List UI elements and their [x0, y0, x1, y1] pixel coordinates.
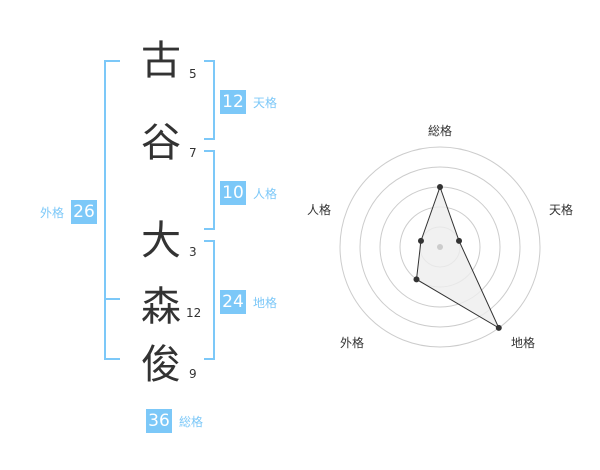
- gaikaku-value-badge: 26: [71, 200, 97, 224]
- chikaku-label: 地格: [253, 296, 278, 310]
- stroke-count-1: 5: [189, 67, 197, 81]
- gaikaku-bracket: [104, 60, 120, 360]
- stroke-count-5: 9: [189, 367, 197, 381]
- radar-ring-4: [359, 166, 521, 328]
- jinkaku-label: 人格: [253, 187, 278, 201]
- radar-point-2: [456, 237, 463, 244]
- radar-axis-label-gaikaku: 外格: [340, 336, 365, 350]
- soukaku-label: 総格: [179, 415, 204, 429]
- gaikaku-bracket-tick: [104, 298, 120, 300]
- radar-point-1: [437, 184, 443, 190]
- radar-ring-5: [339, 146, 541, 348]
- radar-axis-label-jinkaku: 人格: [307, 203, 332, 217]
- soukaku-value-badge: 36: [146, 409, 172, 433]
- radar-axis-label-chikaku: 地格: [511, 336, 536, 350]
- radar-axis-label-soukaku: 総格: [428, 124, 453, 138]
- radar-points: [413, 184, 502, 331]
- stroke-count-2: 7: [189, 146, 197, 160]
- name-char-5: 俊: [141, 342, 181, 388]
- name-char-3: 大: [141, 218, 181, 264]
- name-char-2: 谷: [141, 120, 181, 166]
- chikaku-bracket: [204, 240, 215, 360]
- tenkaku-value-badge: 12: [220, 90, 246, 114]
- chikaku-value-badge: 24: [220, 290, 246, 314]
- radar-center-point: [437, 244, 443, 250]
- radar-point-5: [417, 237, 424, 244]
- name-char-1: 古: [141, 38, 181, 84]
- jinkaku-value-badge: 10: [220, 181, 246, 205]
- radar-axis-label-tenkaku: 天格: [549, 203, 574, 217]
- name-char-4: 森: [141, 284, 181, 330]
- tenkaku-label: 天格: [253, 96, 278, 110]
- jinkaku-bracket: [204, 150, 215, 230]
- gaikaku-label: 外格: [40, 206, 65, 220]
- stroke-count-3: 3: [189, 245, 197, 259]
- radar-point-4: [413, 276, 420, 283]
- radar-point-3: [495, 324, 502, 331]
- radar-polygon: [415, 185, 500, 330]
- radar-chart: [339, 146, 541, 348]
- stroke-count-4: 12: [186, 306, 202, 320]
- tenkaku-bracket: [204, 60, 215, 140]
